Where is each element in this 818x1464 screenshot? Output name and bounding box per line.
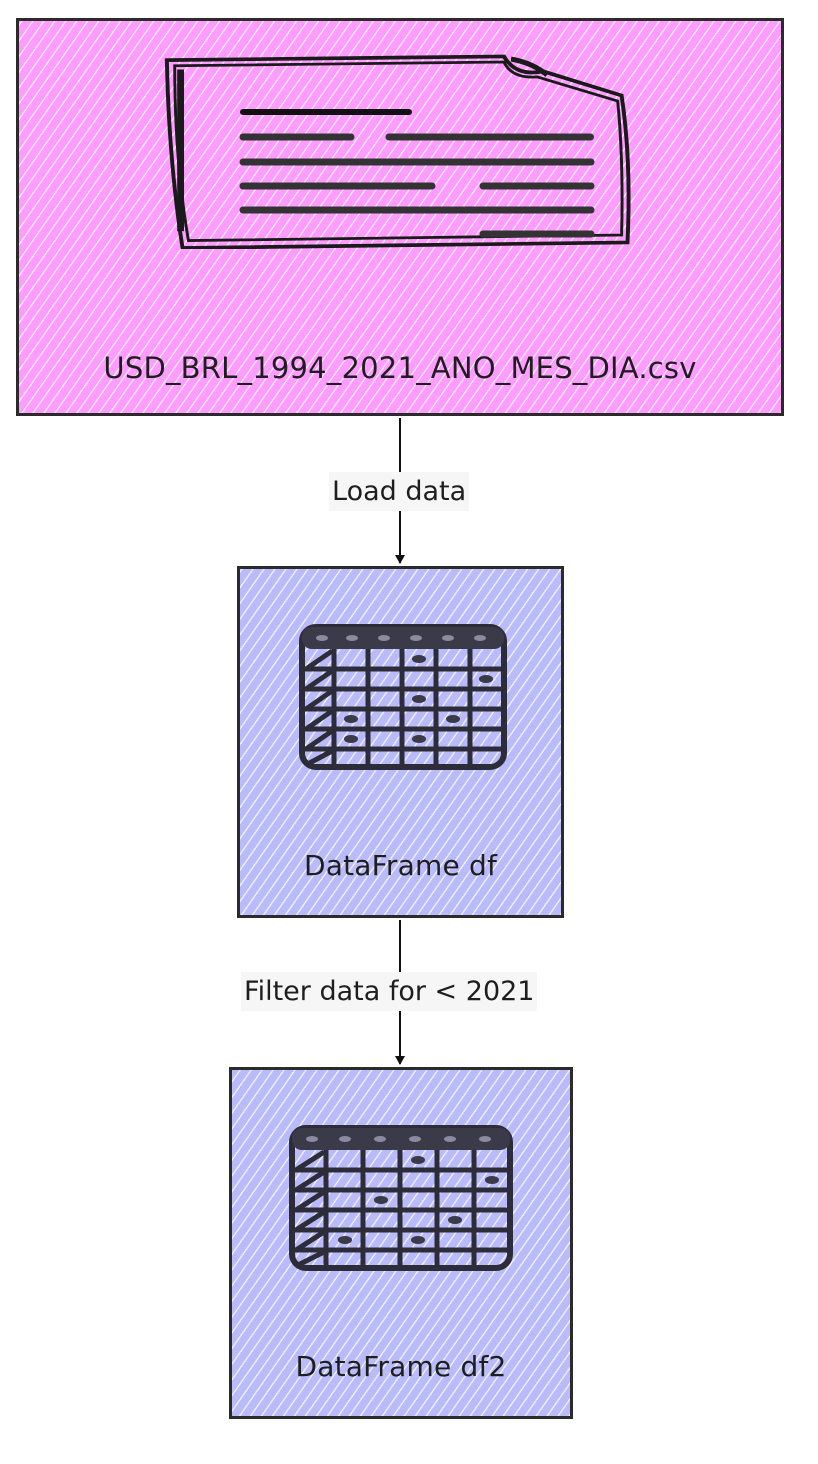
document-icon <box>164 54 631 249</box>
csv-node-label: USD_BRL_1994_2021_ANO_MES_DIA.csv <box>103 351 697 385</box>
dataframe-df2-node[interactable]: DataFrame df2 <box>229 1067 573 1419</box>
df-node-label: DataFrame df <box>303 849 498 882</box>
edge-label-filter-data: Filter data for < 2021 <box>241 972 538 1011</box>
csv-file-node[interactable]: USD_BRL_1994_2021_ANO_MES_DIA.csv <box>16 18 784 416</box>
df2-node-label: DataFrame df2 <box>295 1350 507 1383</box>
dataframe-df-node[interactable]: DataFrame df <box>237 566 564 918</box>
table-icon <box>289 1125 513 1271</box>
table-icon <box>299 624 507 770</box>
edge-label-load-data: Load data <box>329 472 470 511</box>
